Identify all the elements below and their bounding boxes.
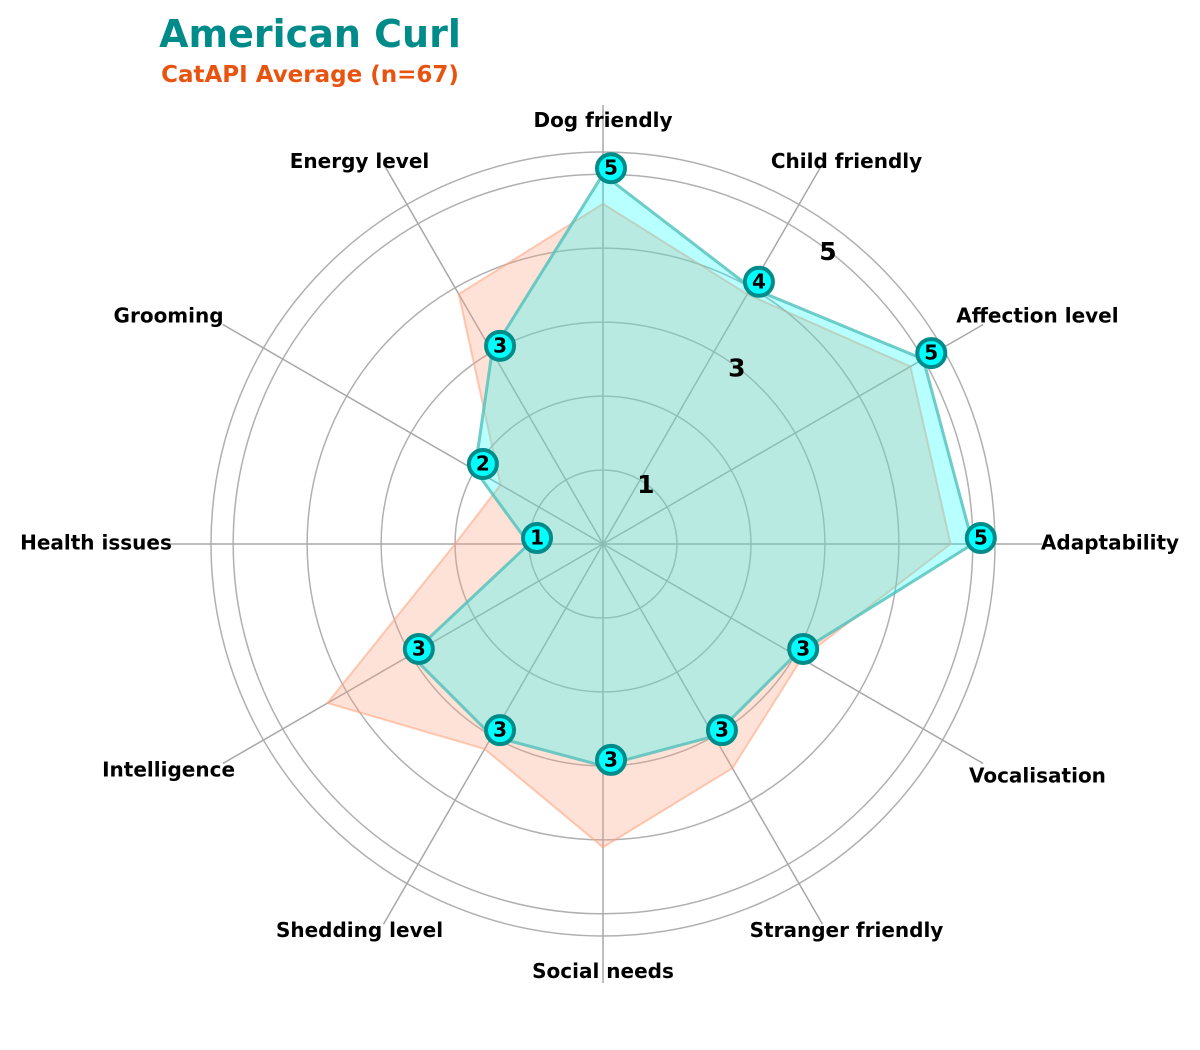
value-marker: [595, 743, 627, 776]
category-label: Affection level: [956, 304, 1118, 328]
category-label: Grooming: [114, 304, 224, 328]
chart-title: American Curl: [159, 12, 461, 56]
radial-tick-label: 1: [637, 470, 654, 499]
value-marker: [705, 714, 738, 747]
value-marker: [466, 448, 499, 481]
value-marker: [787, 632, 820, 665]
value-label: 3: [715, 718, 729, 742]
value-marker: [484, 714, 517, 747]
ticks-layer: 1 3 5: [637, 237, 837, 499]
value-label: 3: [493, 333, 507, 357]
points-layer: 5 5 4 5 3 2 1 3 3 3 3 3: [402, 152, 997, 776]
value-label: 4: [752, 269, 766, 293]
series-layer: [325, 171, 975, 849]
radial-tick-label: 3: [728, 354, 745, 383]
value-label: 3: [796, 636, 810, 660]
average-area: [325, 202, 952, 849]
category-label: Social needs: [532, 959, 674, 983]
spoke-line: [222, 323, 604, 545]
value-marker: [742, 265, 775, 298]
value-marker: [915, 337, 948, 370]
radial-tick-label: 5: [819, 237, 836, 266]
chart-subtitle: CatAPI Average (n=67): [161, 61, 459, 88]
value-label: 3: [604, 747, 618, 771]
category-label: Dog friendly: [533, 108, 672, 132]
category-label: Shedding level: [276, 918, 443, 942]
value-label: 1: [530, 526, 544, 550]
category-label: Child friendly: [771, 149, 922, 173]
value-label: 5: [974, 526, 988, 550]
value-label: 2: [476, 452, 490, 476]
value-marker: [402, 632, 435, 665]
title-block: American Curl CatAPI Average (n=67): [60, 12, 560, 88]
category-label: Stranger friendly: [750, 918, 944, 942]
spoke-line: [602, 163, 824, 545]
category-label: Intelligence: [102, 757, 235, 781]
category-label: Health issues: [20, 531, 172, 555]
value-marker: [521, 522, 554, 554]
category-label: Vocalisation: [969, 763, 1106, 787]
labels-layer: Adaptability Affection level Child friendl…: [20, 108, 1179, 983]
value-label: 5: [604, 156, 618, 180]
value-marker: [484, 329, 517, 362]
value-label: 5: [924, 341, 938, 365]
value-marker: [595, 152, 627, 185]
value-marker: [964, 522, 997, 554]
value-label: 3: [412, 636, 426, 660]
category-label: Energy level: [290, 149, 430, 173]
value-label: 3: [493, 718, 507, 742]
category-label: Adaptability: [1041, 531, 1179, 555]
